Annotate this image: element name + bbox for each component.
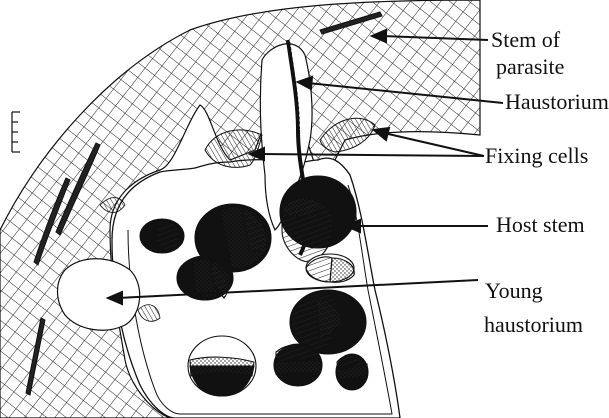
- label-haustorium: Haustorium: [505, 89, 609, 114]
- label-stem-of: Stem of: [491, 27, 561, 52]
- label-parasite: parasite: [496, 54, 564, 79]
- label-young-haustorium: haustorium: [484, 312, 583, 337]
- label-host-stem: Host stem: [496, 212, 585, 237]
- young-haustorium: [58, 259, 140, 330]
- scale-bar: [12, 112, 20, 152]
- label-fixing-cells: Fixing cells: [485, 143, 588, 168]
- label-young: Young: [485, 278, 543, 303]
